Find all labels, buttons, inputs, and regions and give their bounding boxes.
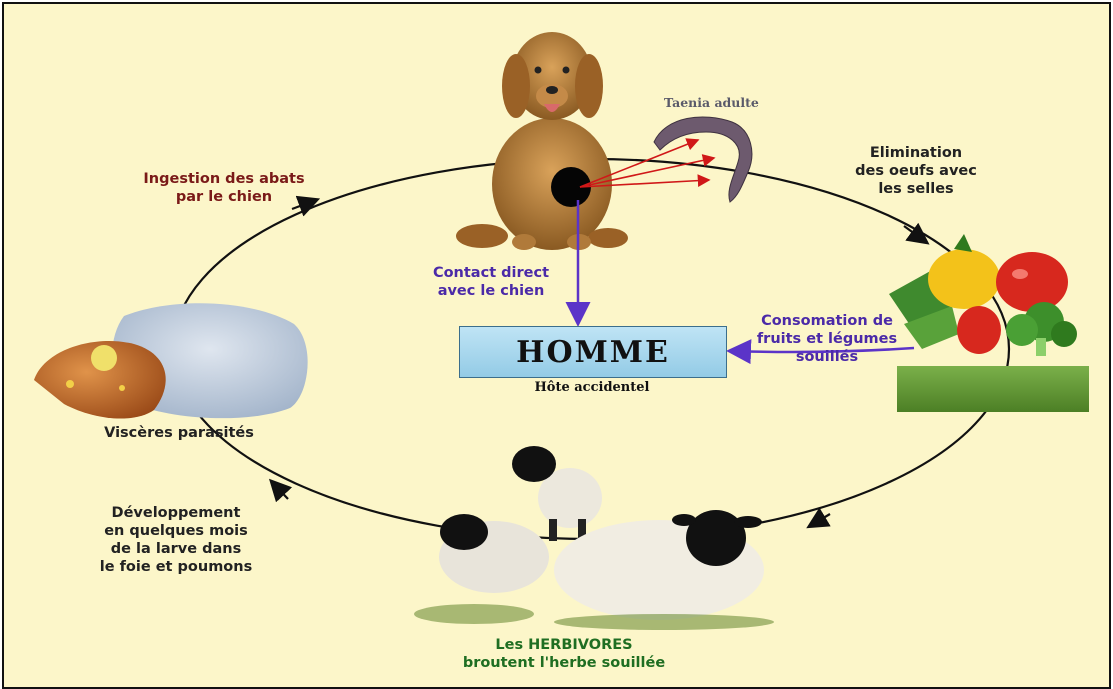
- label-hote-accidentel: Hôte accidentel: [459, 380, 725, 395]
- label-elimination: Elimination des oeufs avec les selles: [826, 144, 1006, 198]
- homme-title: HOMME: [516, 335, 670, 370]
- label-elimination-line-1: Elimination: [826, 144, 1006, 162]
- label-developpement: Développement en quelques mois de la lar…: [66, 504, 286, 576]
- label-contact-line-1: Contact direct: [416, 264, 566, 282]
- label-taenia-adulte: Taenia adulte: [664, 95, 759, 110]
- label-herbivores-line-2: broutent l'herbe souillée: [424, 654, 704, 672]
- label-developpement-line-1: Développement: [66, 504, 286, 522]
- grass-patch: [897, 366, 1089, 412]
- label-consommation: Consomation de fruits et légumes souillé…: [732, 312, 922, 366]
- label-visceres: Viscères parasités: [64, 424, 294, 442]
- cycle-arrow-bottom-left: [272, 482, 288, 499]
- cycle-arrow-bottom-right: [810, 514, 830, 526]
- label-herbivores: Les HERBIVORES broutent l'herbe souillée: [424, 636, 704, 672]
- taenia-worm: [654, 117, 752, 202]
- label-herbivores-line-1: Les HERBIVORES: [424, 636, 704, 654]
- label-contact: Contact direct avec le chien: [416, 264, 566, 300]
- label-elimination-line-2: des oeufs avec: [826, 162, 1006, 180]
- label-ingestion-line-2: par le chien: [104, 188, 344, 206]
- label-elimination-line-3: les selles: [826, 180, 1006, 198]
- label-ingestion-line-1: Ingestion des abats: [104, 170, 344, 188]
- sheep-illustration: [414, 446, 774, 630]
- label-developpement-line-3: de la larve dans: [66, 540, 286, 558]
- viscera-illustration: [34, 303, 308, 418]
- label-contact-line-2: avec le chien: [416, 282, 566, 300]
- label-consommation-line-1: Consomation de: [732, 312, 922, 330]
- homme-box: HOMME: [459, 326, 727, 378]
- label-consommation-line-2: fruits et légumes: [732, 330, 922, 348]
- label-ingestion: Ingestion des abats par le chien: [104, 170, 344, 206]
- label-consommation-line-3: souillés: [732, 348, 922, 366]
- label-developpement-line-4: le foie et poumons: [66, 558, 286, 576]
- dog-illustration: [456, 32, 628, 250]
- label-developpement-line-2: en quelques mois: [66, 522, 286, 540]
